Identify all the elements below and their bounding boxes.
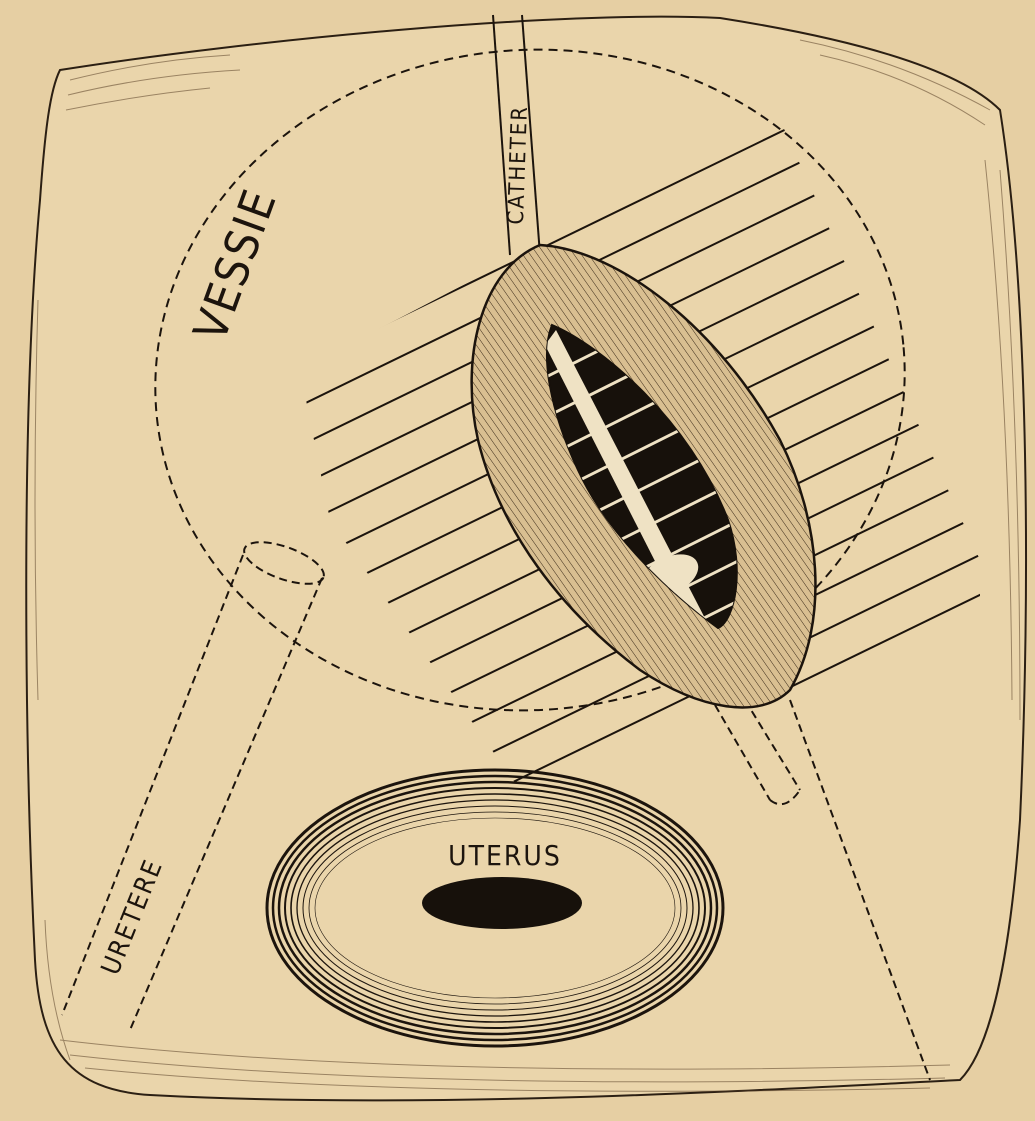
label-catheter: CATHETER xyxy=(504,105,533,225)
label-uterus: UTERUS xyxy=(448,839,562,872)
cervical-os xyxy=(422,877,582,929)
